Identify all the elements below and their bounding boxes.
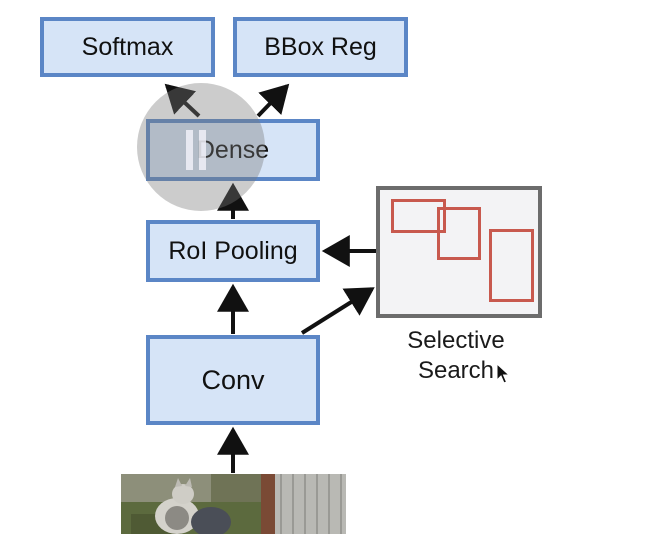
selective-search-caption: Selective Search bbox=[386, 326, 526, 386]
softmax-node: Softmax bbox=[40, 17, 215, 77]
bbox-reg-label: BBox Reg bbox=[264, 32, 377, 61]
arrow-dense-to-bbox-reg bbox=[256, 83, 290, 118]
arrow-conv-to-selective-search bbox=[300, 287, 375, 335]
input-image bbox=[121, 474, 346, 534]
softmax-label: Softmax bbox=[81, 32, 174, 61]
roi-pooling-node: RoI Pooling bbox=[146, 220, 320, 282]
dense-label: Dense bbox=[196, 135, 270, 164]
conv-label: Conv bbox=[201, 364, 265, 395]
text-caret-icon bbox=[186, 130, 208, 170]
caption-line-1: Selective bbox=[407, 327, 505, 354]
region-proposal-box bbox=[437, 207, 481, 260]
roi-pooling-label: RoI Pooling bbox=[168, 236, 298, 265]
mouse-pointer-icon bbox=[496, 363, 510, 384]
region-proposal-box bbox=[391, 199, 446, 233]
bbox-reg-node: BBox Reg bbox=[233, 17, 408, 77]
conv-node: Conv bbox=[146, 335, 320, 425]
region-proposal-box bbox=[489, 229, 534, 302]
caption-line-2: Search bbox=[417, 357, 495, 384]
dense-node: Dense bbox=[146, 119, 320, 181]
selective-search-panel bbox=[376, 186, 542, 318]
